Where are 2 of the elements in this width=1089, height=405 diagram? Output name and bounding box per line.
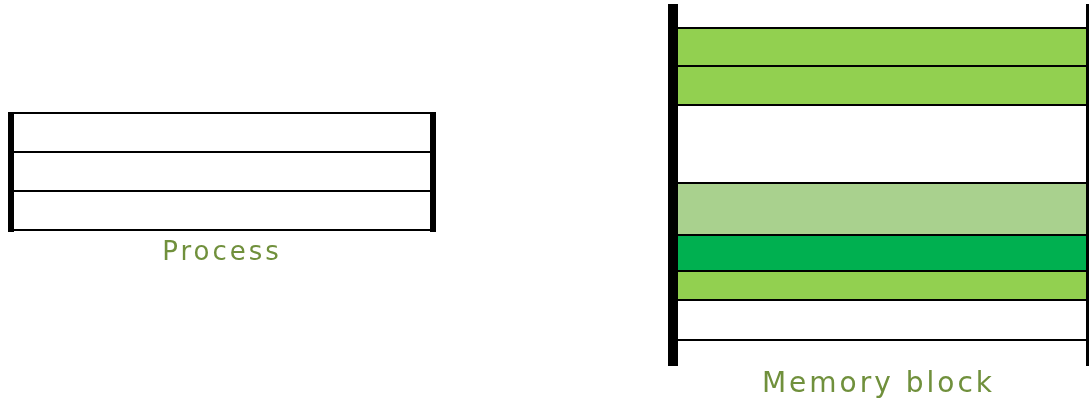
block-label: Process — [161, 236, 283, 266]
block-label: Memory block — [760, 366, 997, 399]
